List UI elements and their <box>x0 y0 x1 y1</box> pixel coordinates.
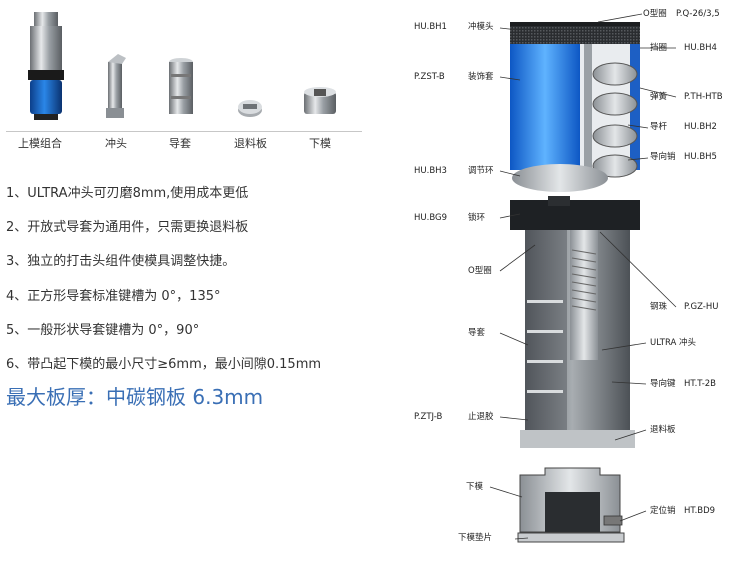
callout-name: O型圈 <box>468 266 492 276</box>
leader-lines <box>489 13 677 540</box>
callout-name: 导套 <box>468 328 486 338</box>
callout-name: 退料板 <box>650 425 676 435</box>
callout-code: HT.BD9 <box>684 506 716 516</box>
callout-code: P.GZ-HU <box>684 302 719 312</box>
stripper-plate <box>520 430 635 448</box>
callout-name: ULTRA 冲头 <box>650 338 697 348</box>
sleeve-grooves <box>527 300 563 393</box>
product-label-guide-sleeve: 导套 <box>169 137 191 150</box>
punch-head <box>510 22 640 44</box>
product-label-lower-die: 下模 <box>309 137 331 150</box>
callout-name: 调节环 <box>468 166 494 176</box>
callout-name: 挡圈 <box>650 43 668 53</box>
callout-name: 弹簧 <box>650 92 668 102</box>
lower-die-shim <box>517 532 625 543</box>
product-label-upper-assembly: 上模组合 <box>18 137 62 150</box>
lower-die-photo <box>304 87 336 114</box>
adjusting-ring <box>512 164 608 192</box>
product-label-punch: 冲头 <box>105 137 127 150</box>
callout-name: 锁环 <box>468 213 486 223</box>
feature-item: 1、ULTRA冲头可刃磨8mm,使用成本更低 <box>6 186 249 201</box>
callout-code: HU.BH1 <box>414 22 447 32</box>
callout-name: 下模 <box>466 482 484 492</box>
callout-code: HU.BH5 <box>684 152 717 162</box>
callout-code: HU.BH2 <box>684 122 717 132</box>
callout-name: 导杆 <box>650 122 668 132</box>
callout-name: 定位销 <box>650 506 676 516</box>
callout-code: HU.BH4 <box>684 43 717 53</box>
product-photos <box>28 12 336 120</box>
callout-code: P.Q-26/3,5 <box>676 9 720 19</box>
callout-code: P.ZTJ-B <box>414 412 443 422</box>
lower-die <box>519 467 623 533</box>
product-label-stripper: 退料板 <box>234 137 267 150</box>
callout-name: 止退胶 <box>468 412 494 422</box>
callout-name: 钢珠 <box>650 302 668 312</box>
strip-divider <box>6 131 362 132</box>
lock-ring <box>510 200 640 230</box>
ultra-punch <box>570 230 598 360</box>
feature-item: 6、带凸起下模的最小尺寸≥6mm，最小间隙0.15mm <box>6 357 322 372</box>
decorative-sleeve <box>510 44 580 170</box>
callout-name: 导向销 <box>650 152 676 162</box>
spring-coils <box>592 62 638 178</box>
guide-sleeve-photo <box>169 58 193 114</box>
callout-code: HU.BG9 <box>414 213 447 223</box>
product-strip: 上模组合 冲头 导套 退料板 下模 <box>0 0 362 150</box>
callout-code: HU.BH3 <box>414 166 447 176</box>
max-thickness-highlight: 最大板厚：中碳钢板 6.3mm <box>6 385 264 409</box>
callout-name: 下模垫片 <box>458 533 493 543</box>
feature-item: 4、正方形导套标准键槽为 0°，135° <box>6 289 221 304</box>
feature-item: 2、开放式导套为通用件，只需更换退料板 <box>6 220 249 235</box>
feature-item: 3、独立的打击头组件使模具调整快捷。 <box>6 254 236 269</box>
callout-name: O型圈 <box>643 9 667 19</box>
callout-name: 冲模头 <box>468 22 494 32</box>
callout-code: P.ZST-B <box>414 72 445 82</box>
feature-item: 5、一般形状导套键槽为 0°，90° <box>6 323 200 338</box>
callout-code: P.TH-HTB <box>684 92 723 102</box>
callout-name: 装饰套 <box>468 72 494 82</box>
callout-name: 导向键 <box>650 379 676 389</box>
stripper-plate-photo <box>238 100 262 117</box>
punch-photo <box>106 54 126 118</box>
thread-lines <box>571 249 597 311</box>
upper-assembly-photo <box>28 12 64 120</box>
callout-code: HT.T-2B <box>684 379 716 389</box>
